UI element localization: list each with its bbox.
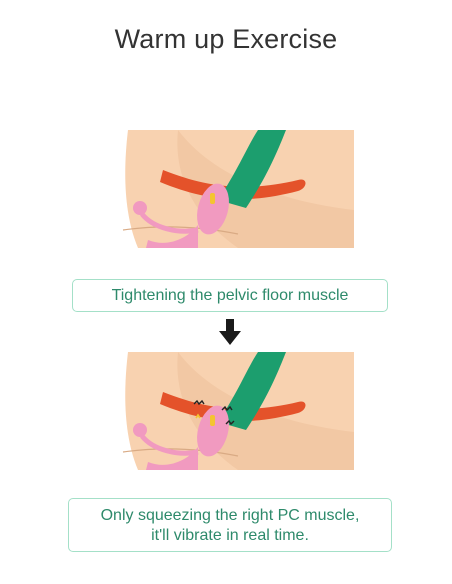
caption-line-2: it'll vibrate in real time.: [151, 527, 309, 544]
pelvic-illustration-relaxed: [118, 130, 354, 248]
down-arrow-icon: [219, 319, 241, 345]
caption-tightening: Tightening the pelvic floor muscle: [72, 279, 388, 312]
page-title: Warm up Exercise: [114, 24, 338, 54]
vibration-icon: [193, 399, 235, 426]
caption-line-1: Only squeezing the right PC muscle,: [100, 507, 360, 524]
pelvic-illustration-vibrating: [118, 352, 354, 470]
caption-squeezing: Only squeezing the right PC muscle, it'l…: [68, 498, 392, 552]
